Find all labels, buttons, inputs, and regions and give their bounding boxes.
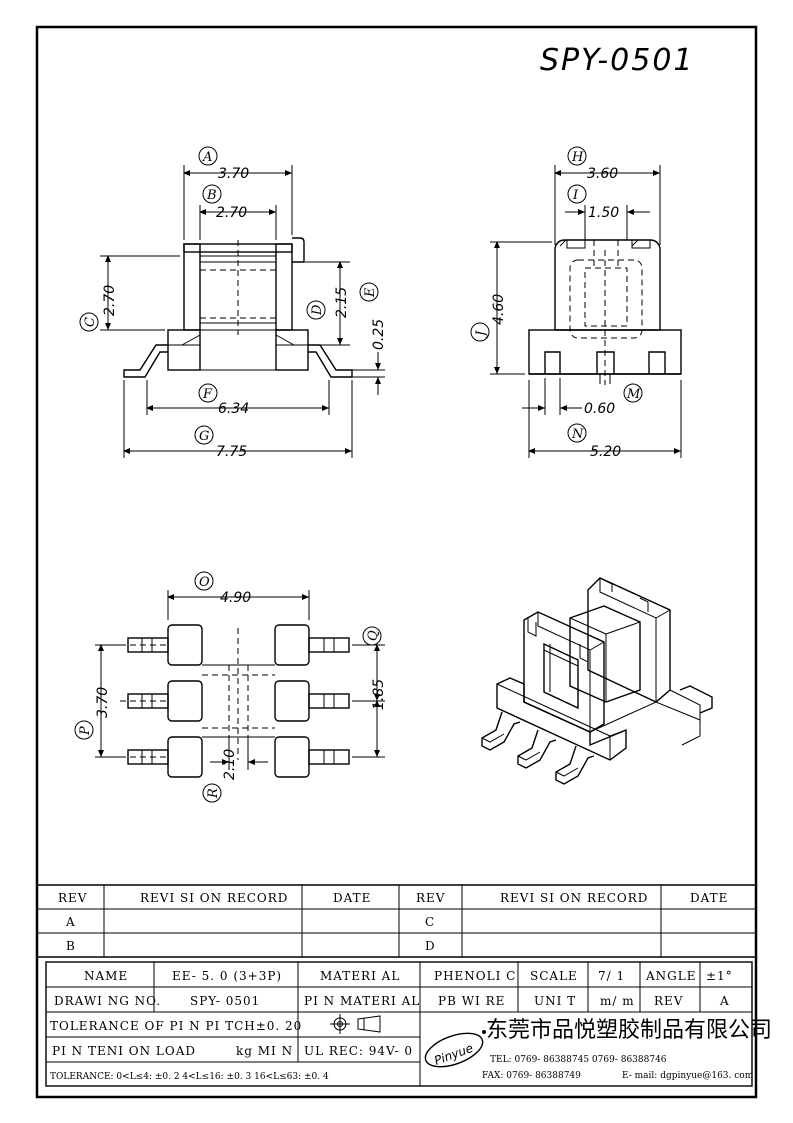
dim-letter-a: A	[202, 150, 212, 165]
dim-e-value: 0.25	[371, 319, 387, 350]
dim-letter-r: R	[206, 788, 221, 799]
dim-b-value: 2.70	[216, 205, 247, 221]
company-fax: FAX: 0769- 86388749	[482, 1071, 581, 1081]
drawing-no-label: DRAWI NG NO.	[54, 994, 161, 1008]
drawing-border	[35, 25, 758, 1099]
unit-value: m/ m	[600, 994, 635, 1008]
dim-h-value: 3.60	[587, 166, 618, 182]
dim-n-value: 5.20	[590, 444, 621, 460]
dim-letter-g: G	[199, 429, 209, 444]
dim-letter-d: D	[310, 304, 325, 316]
dim-letter-e: E	[363, 287, 378, 298]
rev-header-left: REV	[58, 891, 87, 905]
name-label: NAME	[84, 969, 128, 983]
title-block: NAME EE- 5. 0 (3+3P) MATERI AL PHENOLI C…	[45, 961, 772, 1087]
ul-rec: UL REC: 94V- 0	[304, 1044, 413, 1058]
angle-value: ±1°	[706, 969, 733, 983]
pin-material-value: PB WI RE	[438, 994, 505, 1008]
dim-letter-i: I	[572, 188, 579, 203]
date-header-left: DATE	[333, 891, 371, 905]
rev-row-c: C	[425, 915, 435, 929]
rev-row-a: A	[65, 915, 76, 929]
date-header-right: DATE	[690, 891, 728, 905]
dim-p-value: 3.70	[95, 687, 111, 718]
taper-symbol	[357, 1015, 381, 1033]
material-label: MATERI AL	[320, 969, 400, 983]
pin-material-label: PI N MATERI AL	[304, 994, 420, 1008]
svg-text:Pinyue: Pinyue	[432, 1041, 475, 1068]
company-email: E- mail: dgpinyue@163. com	[622, 1071, 754, 1081]
dim-c-value: 2.70	[102, 285, 118, 316]
dim-a-value: 3.70	[218, 166, 249, 182]
rev-value: A	[719, 994, 730, 1008]
position-symbol	[330, 1014, 350, 1034]
isometric-view	[481, 577, 713, 785]
pin-tension-label: PI N TENI ON LOAD	[52, 1044, 196, 1058]
name-value: EE- 5. 0 (3+3P)	[172, 969, 282, 983]
dim-letter-j: J	[474, 330, 489, 339]
record-header-right: REVI SI ON RECORD	[500, 891, 648, 905]
dim-letter-p: P	[78, 726, 93, 736]
record-header-left: REVI SI ON RECORD	[140, 891, 288, 905]
drawing-title: SPY-0501	[540, 43, 695, 78]
dim-r-value: 2.10	[222, 749, 238, 780]
rev-row-d: D	[425, 939, 436, 953]
revision-table: REV REVI SI ON RECORD DATE REV REVI SI O…	[37, 884, 756, 958]
company-logo: Pinyue	[424, 1030, 486, 1068]
dim-letter-h: H	[571, 150, 584, 165]
front-view: A 3.70 B 2.70 C 2.70 D 2.15 E 0.25	[79, 146, 387, 460]
dim-letter-o: O	[199, 575, 210, 590]
tolerance-pitch: TOLERANCE OF PI N PI TCH±0. 20	[50, 1019, 302, 1033]
side-view: H 3.60 I 1.50 J 4.60 M 0.60 N 5.20	[470, 146, 682, 460]
dim-j-value: 4.60	[491, 294, 507, 325]
dim-letter-c: C	[83, 317, 98, 327]
rev-row-b: B	[66, 939, 76, 953]
material-value: PHENOLI C	[434, 969, 516, 983]
dim-g-value: 7.75	[216, 444, 247, 460]
tolerance-general: TOLERANCE: 0<L≤4: ±0. 2 4<L≤16: ±0. 3 16…	[50, 1072, 329, 1082]
scale-value: 7/ 1	[598, 969, 625, 983]
dim-o-value: 4.90	[220, 590, 251, 606]
company-name: 东莞市品悦塑胶制品有限公司	[486, 1018, 772, 1043]
dim-f-value: 6.34	[218, 401, 249, 417]
scale-label: SCALE	[530, 969, 578, 983]
dim-letter-f: F	[202, 387, 213, 402]
dim-letter-n: N	[571, 427, 584, 442]
dim-letter-b: B	[206, 188, 217, 203]
dim-letter-q: Q	[366, 630, 381, 641]
dim-m-value: 0.60	[584, 401, 615, 417]
rev-header-right: REV	[416, 891, 445, 905]
company-tel: TEL: 0769- 86388745 0769- 86388746	[490, 1055, 667, 1065]
drawing-no-value: SPY- 0501	[190, 994, 260, 1008]
dim-q-value: 1.85	[371, 679, 387, 710]
angle-label: ANGLE	[645, 969, 696, 983]
rev-label: REV	[654, 994, 683, 1008]
bottom-view: O 4.90 P 3.70 Q 1.85 R 2.10	[74, 571, 387, 803]
pin-tension-unit: kg MI N	[236, 1044, 293, 1058]
dim-i-value: 1.50	[588, 205, 619, 221]
unit-label: UNI T	[534, 994, 576, 1008]
dim-letter-m: M	[626, 387, 641, 402]
dim-d-value: 2.15	[334, 287, 350, 318]
